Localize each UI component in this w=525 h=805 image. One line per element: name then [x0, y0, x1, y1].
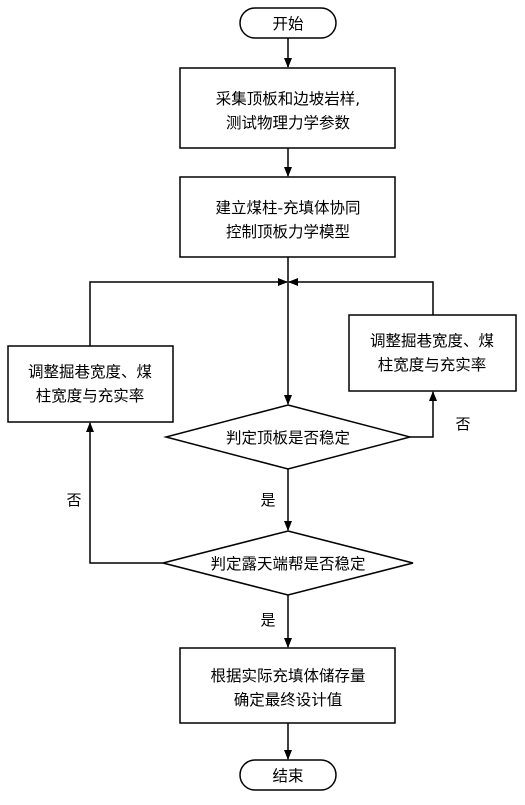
collect-samples-box: 采集顶板和边坡岩样, 测试物理力学参数: [179, 67, 396, 149]
end-label: 结束: [272, 767, 303, 785]
arrow-right-box-to-junction: [288, 278, 434, 315]
roof-stable-decision: 判定顶板是否稳定: [163, 404, 413, 470]
decision2-yes-label: 是: [260, 611, 275, 629]
adjust-right-line2: 柱宽度与充实率: [378, 356, 487, 374]
roof-stable-label: 判定顶板是否稳定: [226, 429, 350, 447]
final-design-line2: 确定最终设计值: [234, 691, 343, 709]
collect-samples-line2: 测试物理力学参数: [226, 114, 351, 132]
adjust-box-left: 调整掘巷宽度、煤 柱宽度与充实率: [7, 345, 174, 423]
end-node: 结束: [239, 759, 337, 791]
arrow-decision2-no: [86, 422, 163, 564]
adjust-right-line1: 调整掘巷宽度、煤: [370, 332, 494, 350]
slope-stable-decision: 判定露天端帮是否稳定: [162, 530, 414, 596]
decision1-yes-label: 是: [260, 491, 275, 509]
decision1-no-label: 否: [455, 415, 470, 433]
adjust-left-line2: 柱宽度与充实率: [36, 387, 145, 405]
adjust-box-right: 调整掘巷宽度、煤 柱宽度与充实率: [348, 314, 517, 392]
build-model-line2: 控制顶板力学模型: [226, 223, 350, 241]
final-design-box: 根据实际充填体储存量 确定最终设计值: [179, 647, 396, 724]
arrow-decision1-no: [410, 391, 437, 438]
final-design-line1: 根据实际充填体储存量: [210, 667, 365, 685]
decision2-no-label: 否: [66, 491, 81, 509]
build-model-line1: 建立煤柱-充填体协同: [215, 199, 360, 217]
arrow-left-box-to-junction: [89, 278, 288, 346]
collect-samples-line1: 采集顶板和边坡岩样,: [216, 90, 360, 108]
start-label: 开始: [272, 15, 304, 33]
build-model-box: 建立煤柱-充填体协同 控制顶板力学模型: [179, 176, 396, 258]
start-node: 开始: [239, 7, 337, 39]
adjust-left-line1: 调整掘巷宽度、煤: [28, 363, 152, 381]
slope-stable-label: 判定露天端帮是否稳定: [210, 555, 365, 573]
